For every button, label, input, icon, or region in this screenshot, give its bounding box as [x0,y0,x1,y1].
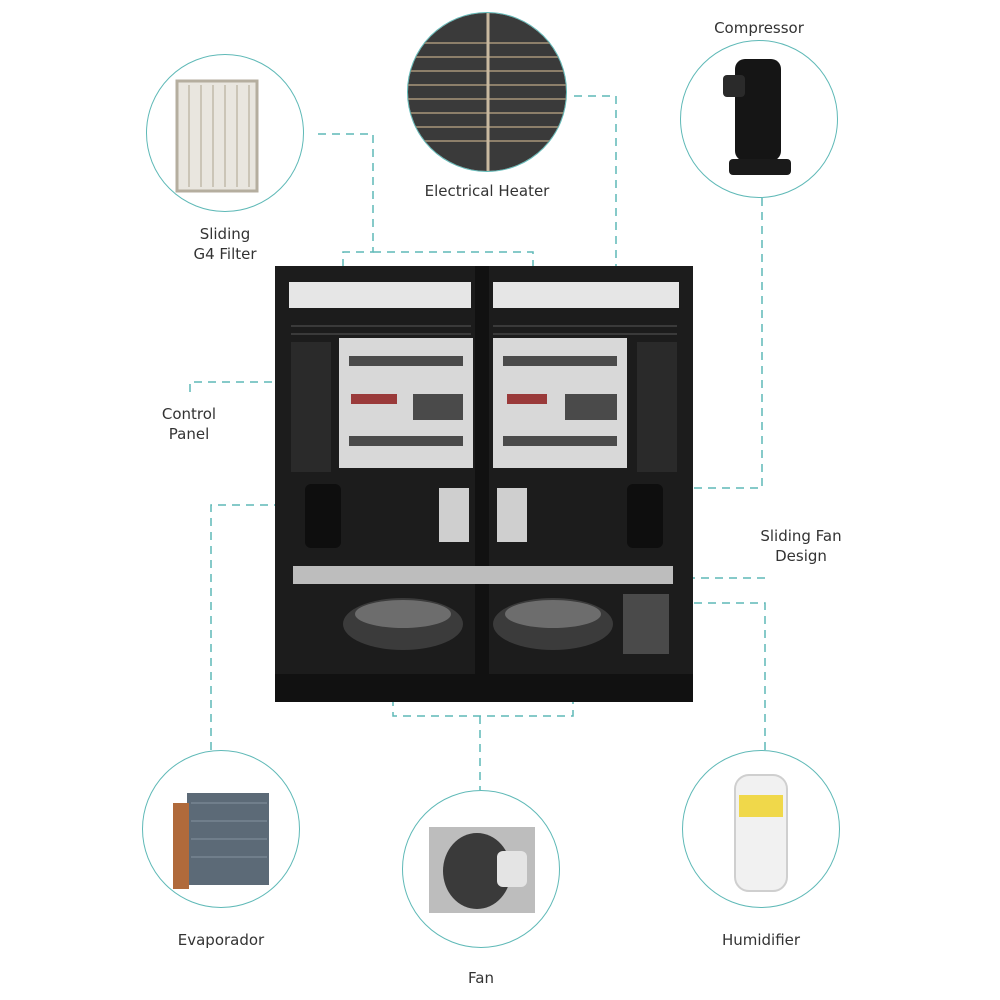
g4-filter-label: Sliding G4 Filter [193,225,257,263]
humidifier-label: Humidifier [721,931,801,949]
electrical-heater-image [407,12,567,172]
fan-label: Fan [468,969,494,987]
fan-image [402,790,560,948]
humidifier-image [682,750,840,908]
evaporador-image [142,750,300,908]
evaporador-label: Evaporador [177,931,265,949]
compressor-image [680,40,838,198]
control-panel-label: Control Panel [161,405,217,443]
electrical-heater-label: Electrical Heater [424,182,550,200]
compressor-label: Compressor [714,19,804,37]
g4-filter-image [146,54,304,212]
air-handling-unit [275,266,693,702]
sliding-fan-label: Sliding Fan Design [760,527,842,565]
